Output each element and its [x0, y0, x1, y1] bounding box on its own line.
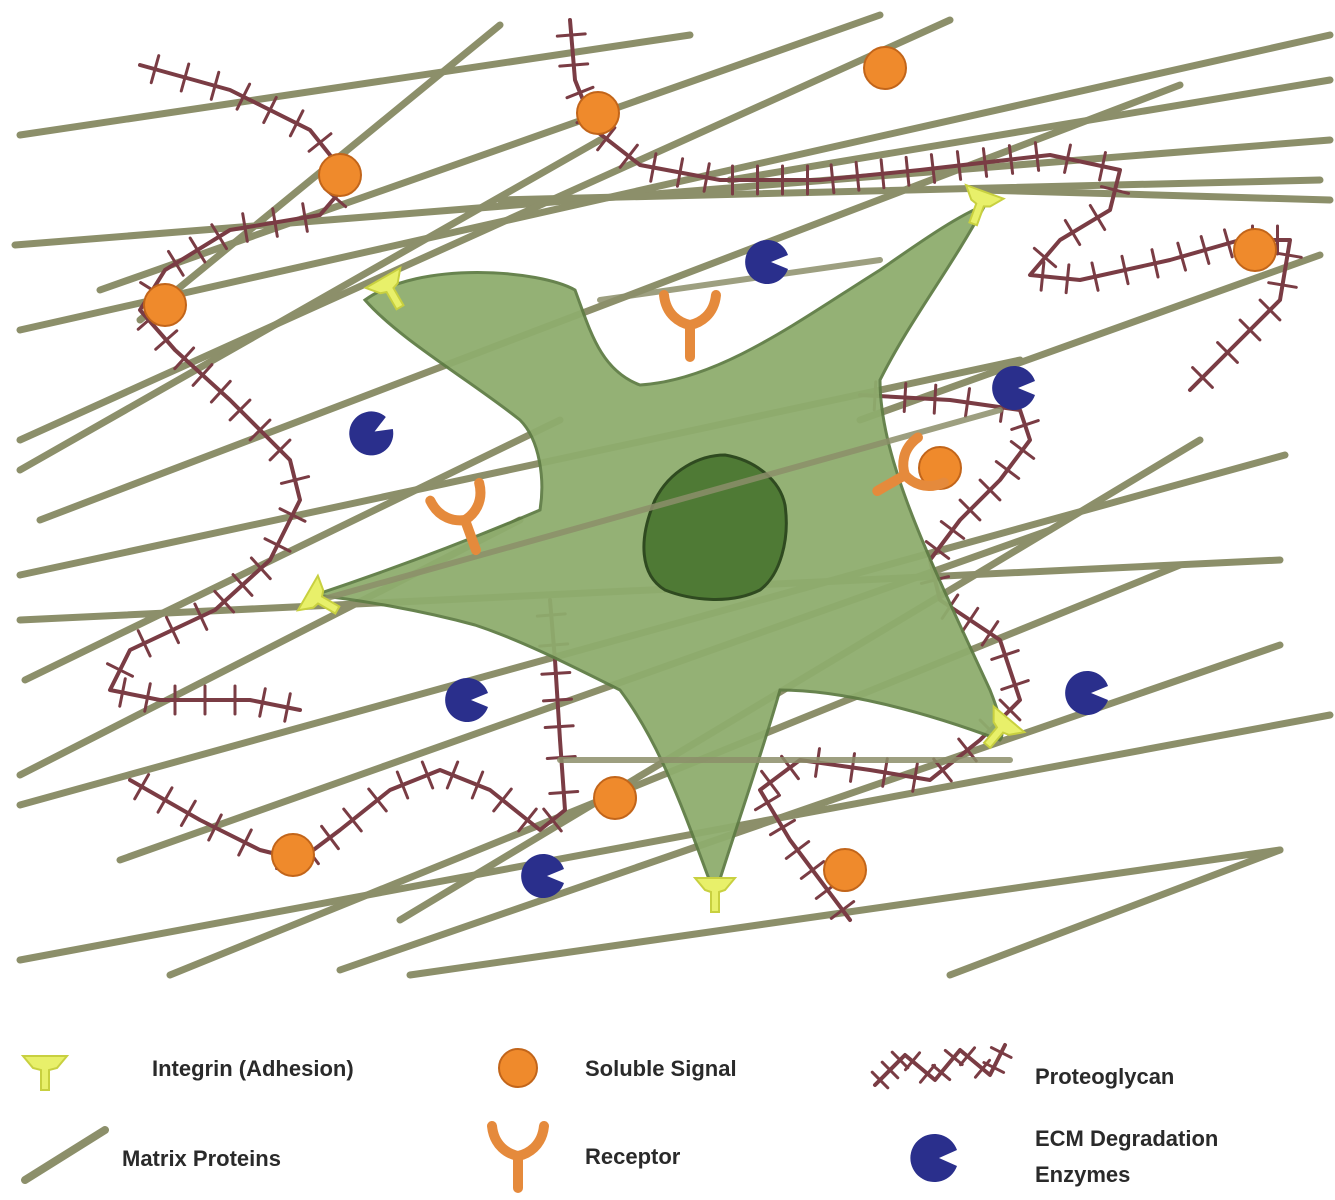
ecm-degradation-enzyme: [349, 411, 394, 456]
integrin: [692, 877, 738, 913]
legend: Integrin (Adhesion) Matrix Proteins Solu…: [20, 1043, 1218, 1193]
proteoglycan-chain: [555, 18, 1303, 392]
proteoglycan-icon: [870, 1043, 1013, 1090]
ecm-degradation-enzyme: [1065, 671, 1108, 715]
receptors: [425, 290, 949, 556]
receptor-icon: [487, 1121, 549, 1193]
ecm-degradation-enzyme: [992, 366, 1035, 410]
enzyme-icon: [910, 1134, 957, 1182]
soluble-signal: [1233, 228, 1277, 272]
legend-label-soluble-signal: Soluble Signal: [585, 1056, 737, 1081]
legend-item-matrix-proteins: Matrix Proteins: [21, 1126, 281, 1184]
legend-label-receptor: Receptor: [585, 1144, 681, 1169]
integrin: [363, 265, 405, 311]
legend-label-matrix-proteins: Matrix Proteins: [122, 1146, 281, 1171]
legend-label-proteoglycan: Proteoglycan: [1035, 1064, 1174, 1089]
legend-label-integrin: Integrin (Adhesion): [152, 1056, 354, 1081]
matrix-protein-icon: [21, 1126, 109, 1184]
soluble-signal: [823, 848, 867, 892]
matrix-protein-fibers-over-cell: [317, 257, 1013, 763]
matrix-fiber: [317, 407, 1003, 603]
receptor: [425, 477, 486, 556]
matrix-fiber: [96, 11, 884, 294]
cell: [314, 202, 1004, 900]
integrin: [982, 704, 1027, 750]
matrix-fiber: [16, 31, 694, 139]
proteoglycan-chain: [870, 1043, 1013, 1090]
soluble-signal: [593, 776, 637, 820]
soluble-signal: [143, 283, 187, 327]
proteoglycan-chain: [753, 380, 1040, 922]
ecm-degradation-enzymes: [349, 240, 1108, 898]
proteoglycan-chains: [105, 18, 1303, 922]
integrin-icon: [20, 1055, 70, 1091]
integrins: [295, 183, 1027, 913]
legend-label-enzymes-line2: Enzymes: [1035, 1162, 1130, 1187]
matrix-fiber: [16, 711, 1334, 964]
matrix-fiber: [16, 136, 604, 474]
matrix-fiber: [21, 416, 564, 684]
soluble-signal: [318, 153, 362, 197]
ecm-degradation-enzyme: [445, 678, 488, 722]
soluble-signal-icon: [498, 1048, 538, 1088]
legend-item-proteoglycan: Proteoglycan: [870, 1043, 1174, 1090]
legend-label-enzymes-line1: ECM Degradation: [1035, 1126, 1218, 1151]
matrix-fiber: [496, 176, 1324, 204]
legend-item-enzymes: ECM Degradation Enzymes: [910, 1126, 1218, 1187]
matrix-fiber: [336, 641, 1284, 974]
matrix-fiber: [597, 257, 883, 303]
soluble-signals: [143, 46, 1277, 892]
legend-item-receptor: Receptor: [487, 1121, 681, 1193]
matrix-fiber: [16, 31, 1334, 334]
receptor: [872, 432, 949, 496]
matrix-fiber: [36, 81, 1184, 524]
legend-item-soluble-signal: Soluble Signal: [498, 1048, 737, 1088]
integrin: [964, 183, 1006, 227]
matrix-fiber: [976, 186, 1334, 204]
proteoglycan-chain: [128, 598, 580, 871]
ecm-degradation-enzyme: [745, 240, 788, 284]
soluble-signal: [271, 833, 315, 877]
soluble-signal: [576, 91, 620, 135]
soluble-signal: [863, 46, 907, 90]
ecm-degradation-enzyme: [521, 854, 564, 898]
legend-item-integrin: Integrin (Adhesion): [20, 1055, 354, 1091]
matrix-fiber: [726, 76, 1334, 184]
integrin: [295, 573, 341, 615]
nucleus: [642, 453, 788, 601]
matrix-fiber: [946, 846, 1284, 979]
receptor: [659, 290, 721, 362]
